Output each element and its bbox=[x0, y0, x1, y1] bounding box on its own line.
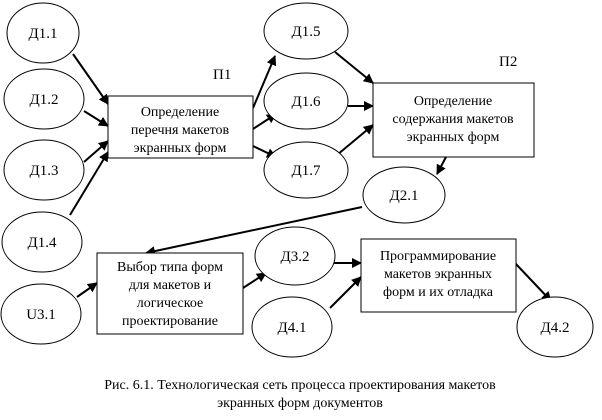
figure-caption-line-1: Рис. 6.1. Технологическая сеть процесса … bbox=[104, 378, 496, 393]
arrow-d2-1-to-p3 bbox=[145, 206, 363, 257]
node-d1-1-label: Д1.1 bbox=[29, 26, 58, 42]
process-p2: Определение содержания макетов экранных … bbox=[372, 82, 535, 158]
process-p4-line-2: макетов экранных bbox=[384, 267, 492, 282]
node-d1-1: Д1.1 bbox=[6, 2, 80, 64]
node-d4-2-label: Д4.2 bbox=[541, 320, 570, 336]
arrow-d1-7-to-p2 bbox=[336, 124, 374, 156]
arrow-d1-4-to-p1 bbox=[69, 151, 109, 216]
arrow-d1-1-to-p1 bbox=[72, 53, 109, 105]
arrow-p4-to-d4-2 bbox=[514, 262, 552, 302]
process-p3-line-2: для макетов и bbox=[129, 278, 212, 293]
arrow-d1-3-to-p1 bbox=[83, 140, 109, 163]
node-d3-2: Д3.2 bbox=[254, 226, 336, 286]
node-d1-4: Д1.4 bbox=[1, 211, 83, 273]
node-d1-5-label: Д1.5 bbox=[292, 24, 321, 40]
node-u3-1: U3.1 bbox=[0, 283, 82, 345]
node-d1-2-label: Д1.2 bbox=[30, 92, 59, 108]
node-d4-2: Д4.2 bbox=[516, 296, 594, 358]
process-p3-line-3: логическое bbox=[137, 296, 204, 311]
node-d1-3-label: Д1.3 bbox=[30, 163, 59, 179]
node-d1-6: Д1.6 bbox=[263, 72, 349, 130]
process-p2-label: П2 bbox=[499, 54, 517, 70]
process-p2-line-1: Определение bbox=[414, 94, 492, 109]
node-d1-5: Д1.5 bbox=[263, 2, 349, 60]
node-d4-1: Д4.1 bbox=[251, 296, 333, 358]
arrow-p1-to-d1-5 bbox=[252, 55, 277, 109]
process-p1-label: П1 bbox=[213, 67, 231, 83]
node-d1-6-label: Д1.6 bbox=[292, 94, 321, 110]
node-d3-2-label: Д3.2 bbox=[281, 249, 310, 265]
node-d1-7-label: Д1.7 bbox=[292, 163, 321, 179]
node-d1-2: Д1.2 bbox=[3, 68, 85, 130]
node-u3-1-label: U3.1 bbox=[26, 307, 56, 323]
arrow-u3-1-to-p3 bbox=[76, 282, 98, 298]
process-p4-line-3: форм и их отладка bbox=[383, 285, 494, 300]
arrow-d1-2-to-p1 bbox=[83, 110, 109, 127]
node-d1-7: Д1.7 bbox=[263, 141, 349, 199]
process-p4: Программирование макетов экранных форм и… bbox=[360, 238, 517, 313]
node-d1-4-label: Д1.4 bbox=[28, 235, 57, 251]
process-p1-line-2: перечня макетов bbox=[131, 123, 230, 138]
arrow-d1-5-to-p2 bbox=[334, 51, 374, 84]
node-d2-1-label: Д2.1 bbox=[390, 188, 419, 204]
process-p3: Выбор типа форм для макетов и логическое… bbox=[96, 252, 244, 335]
process-p1-line-3: экранных форм bbox=[134, 141, 227, 156]
node-d4-1-label: Д4.1 bbox=[278, 320, 307, 336]
process-p1-line-1: Определение bbox=[141, 105, 219, 120]
node-d2-1: Д2.1 bbox=[362, 166, 446, 224]
process-p4-line-1: Программирование bbox=[380, 249, 496, 264]
process-p2-line-3: экранных форм bbox=[407, 130, 500, 145]
figure-caption-line-2: экранных форм документов bbox=[217, 396, 383, 411]
process-p2-line-2: содержания макетов bbox=[392, 112, 514, 127]
arrow-p2-to-d2-1 bbox=[436, 156, 447, 175]
arrow-p3-to-d3-2 bbox=[242, 272, 267, 289]
process-p3-line-4: проектирование bbox=[122, 314, 218, 329]
process-p3-line-1: Выбор типа форм bbox=[117, 260, 223, 275]
process-p1: Определение перечня макетов экранных фор… bbox=[107, 95, 254, 159]
node-d1-3: Д1.3 bbox=[3, 139, 85, 201]
arrow-d4-1-to-p4 bbox=[329, 276, 362, 309]
arrows bbox=[69, 51, 552, 309]
